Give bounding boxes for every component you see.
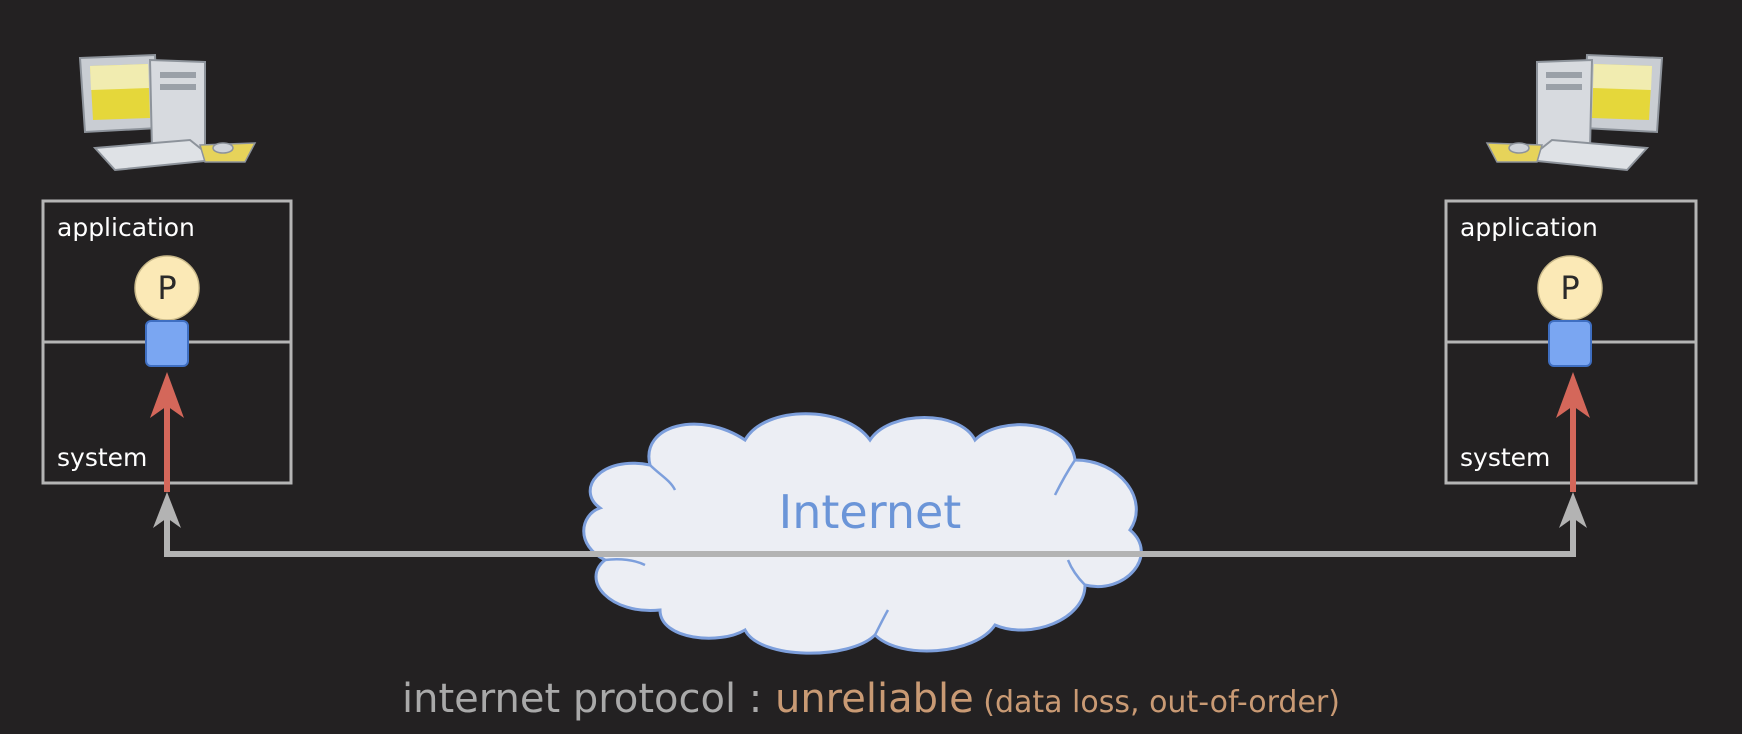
arrowhead-gray-right <box>1559 492 1587 528</box>
caption: internet protocol : unreliable (data los… <box>0 676 1742 722</box>
internet-label: Internet <box>778 485 962 539</box>
socket-right <box>1548 320 1592 367</box>
socket-left <box>145 320 189 367</box>
arrow-up-left <box>150 372 184 492</box>
system-label-left: system <box>57 443 148 472</box>
caption-note: (data loss, out-of-order) <box>973 685 1340 720</box>
process-label-right: P <box>1560 269 1580 307</box>
internet-cloud <box>582 412 1143 655</box>
system-label-right: system <box>1460 443 1551 472</box>
computer-icon-right <box>1485 53 1664 172</box>
computer-icon-left <box>78 53 257 172</box>
caption-main: internet protocol : <box>402 676 775 722</box>
application-label-right: application <box>1460 213 1598 242</box>
process-label-left: P <box>157 269 177 307</box>
caption-accent: unreliable <box>774 676 974 722</box>
application-label-left: application <box>57 213 195 242</box>
network-path <box>164 502 1576 557</box>
arrow-up-right <box>1556 372 1590 492</box>
arrowhead-gray-left <box>153 492 181 528</box>
